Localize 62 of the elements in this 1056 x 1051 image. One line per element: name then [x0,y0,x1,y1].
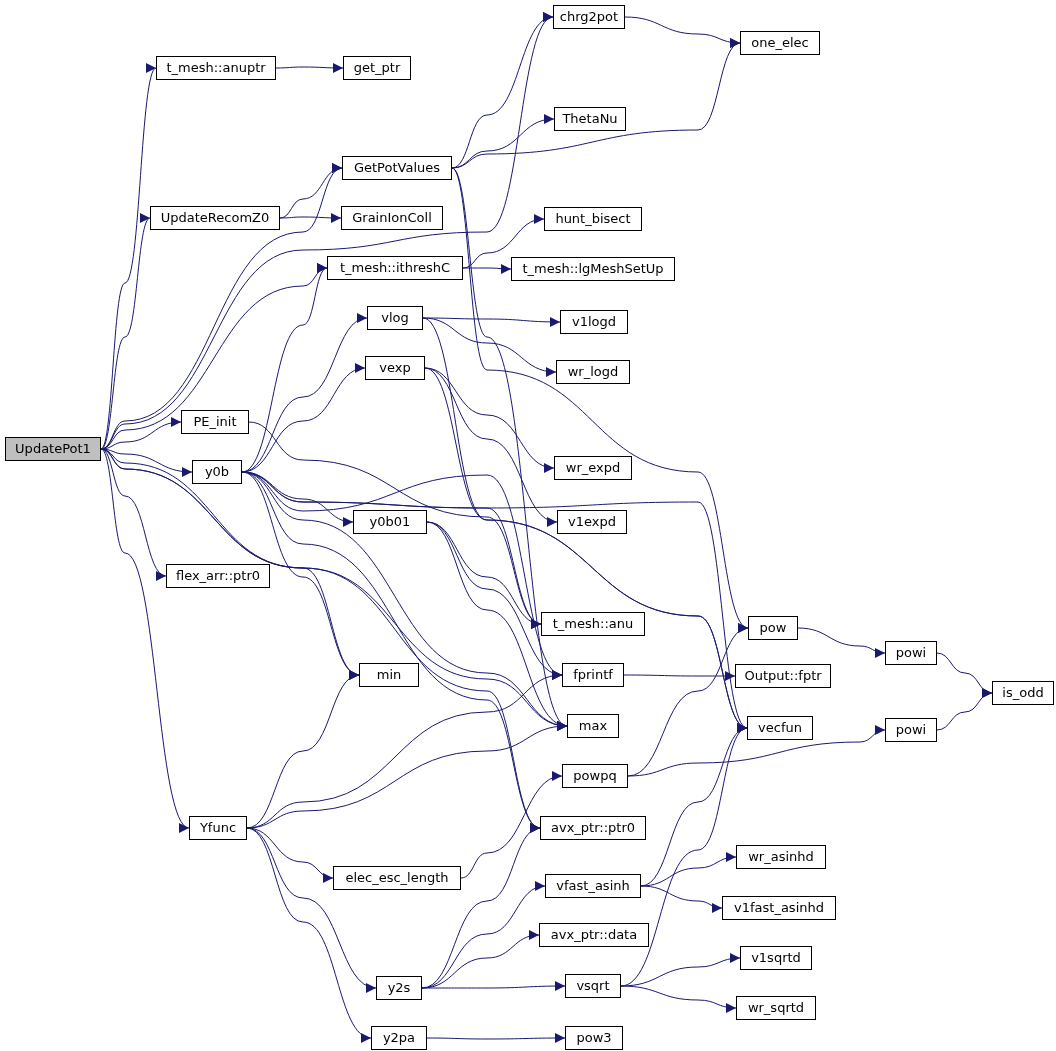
function-box: GrainIonColl [341,206,443,230]
function-box: ThetaNu [554,107,626,131]
function-box: pow3 [565,1026,623,1050]
function-box: max [567,714,619,738]
function-box: vecfun [747,716,813,740]
call-arrow [624,16,741,48]
call-arrow [620,985,737,1013]
call-arrow [279,212,342,223]
function-box: flex_arr::ptr0 [166,564,270,588]
call-arrow [421,930,540,989]
function-box: Output::fptr [735,664,831,688]
function-box: y0b [192,460,242,484]
function-box: get_ptr [343,56,411,80]
function-box: is_odd [992,681,1054,705]
call-arrow [451,114,555,169]
function-box: chrg2pot [553,5,625,29]
function-box: v1fast_asinhd [722,896,836,920]
function-box: t_mesh::lgMeshSetUp [511,257,675,281]
call-arrow [426,1033,566,1043]
function-box: vfast_asinh [545,874,641,898]
function-box: t_mesh::anuptr [156,56,276,80]
function-box: Yfunc [189,816,247,840]
call-arrow [421,981,566,992]
call-arrow [275,62,344,73]
function-box: UpdateRecomZ0 [150,206,280,230]
function-box: y0b01 [353,510,427,534]
function-box: GetPotValues [342,156,452,180]
function-box: t_mesh::ithreshC [327,256,463,280]
function-box: wr_logd [556,360,630,384]
function-box: PE_init [181,410,249,434]
function-box: wr_sqrtd [736,996,816,1020]
function-box: pow [748,616,798,640]
function-box: vexp [365,356,425,380]
function-box: t_mesh::anu [541,612,645,636]
function-box: avx_ptr::ptr0 [540,816,646,840]
function-box: vlog [367,306,423,330]
function-box: fprintf [562,663,624,687]
function-box: elec_esc_length [333,866,461,890]
function-box: v1expd [557,510,627,534]
function-box: one_elec [740,31,820,55]
function-box: wr_expd [554,456,632,480]
function-box: v1logd [560,310,628,334]
call-arrow [426,521,568,729]
call-arrow [623,671,736,681]
function-box: powpq [562,764,628,788]
function-box: vsqrt [565,974,621,998]
function-box: powi [885,718,937,742]
function-box: powi [885,641,937,665]
call-arrow [462,215,545,269]
function-box: wr_asinhd [736,845,826,869]
call-arrow [460,772,563,879]
function-box: min [359,663,419,687]
function-box: v1sqrtd [740,946,812,970]
function-box: hunt_bisect [544,207,642,231]
call-arrow [936,689,993,731]
function-box: UpdatePot1 [5,437,101,461]
call-arrow [246,827,372,1040]
function-box: y2s [376,976,422,1000]
function-box: avx_ptr::data [539,923,649,947]
function-box: y2pa [371,1026,427,1050]
call-arrow [462,263,512,274]
call-arrow [797,627,886,658]
